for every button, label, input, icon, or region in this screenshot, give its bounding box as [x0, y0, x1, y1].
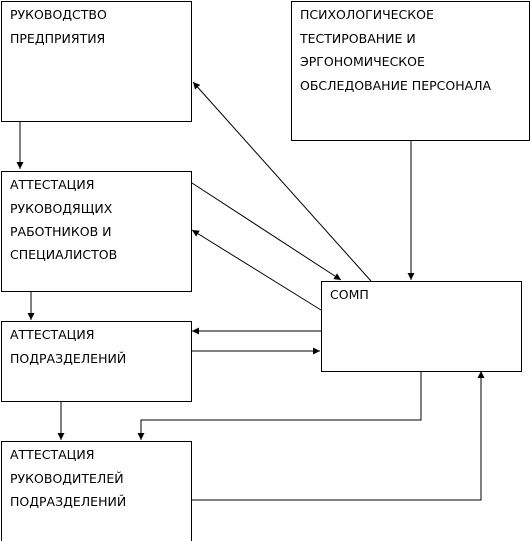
node-attestation-dept-heads: АТТЕСТАЦИЯ РУКОВОДИТЕЛЕЙ ПОДРАЗДЕЛЕНИЙ: [1, 441, 192, 541]
node-label-line: АТТЕСТАЦИЯ: [10, 327, 94, 342]
node-attestation-departments: АТТЕСТАЦИЯ ПОДРАЗДЕЛЕНИЙ: [1, 321, 192, 402]
node-label-line: ОБСЛЕДОВАНИЕ ПЕРСОНАЛА: [300, 78, 492, 93]
edge-somp-to-attestation-dept-heads: [137, 372, 422, 440]
node-box: [1, 441, 192, 541]
edge-somp-to-attestation-managers: [191, 229, 322, 311]
edges: [16, 81, 485, 501]
edge-attestation-dept-heads-to-somp: [192, 371, 485, 501]
node-label-line: СОМП: [330, 287, 369, 302]
node-label-line: СПЕЦИАЛИСТОВ: [10, 247, 117, 262]
node-attestation-managers: АТТЕСТАЦИЯ РУКОВОДЯЩИХ РАБОТНИКОВ И СПЕЦ…: [1, 171, 192, 292]
node-box: [291, 1, 530, 141]
node-box: [1, 1, 192, 122]
node-somp: СОМП: [321, 281, 522, 372]
edge-somp-to-management: [192, 81, 372, 282]
node-label-line: ПСИХОЛОГИЧЕСКОЕ: [300, 7, 434, 22]
node-label-line: РУКОВОДСТВО: [10, 7, 107, 22]
node-label-line: РАБОТНИКОВ И: [10, 224, 112, 239]
node-label-line: РУКОВОДЯЩИХ: [10, 201, 113, 216]
node-label-line: АТТЕСТАЦИЯ: [10, 177, 94, 192]
node-label-line: РУКОВОДИТЕЛЕЙ: [10, 471, 124, 486]
node-box: [321, 281, 522, 372]
node-label-line: ТЕСТИРОВАНИЕ И: [299, 31, 416, 46]
node-psych-testing: ПСИХОЛОГИЧЕСКОЕ ТЕСТИРОВАНИЕ И ЭРГОНОМИЧ…: [291, 1, 530, 141]
edge-attestation-managers-to-somp: [191, 182, 342, 281]
node-box: [1, 171, 192, 292]
node-management: РУКОВОДСТВО ПРЕДПРИЯТИЯ: [1, 1, 192, 122]
node-label-line: АТТЕСТАЦИЯ: [10, 447, 94, 462]
node-label-line: ЭРГОНОМИЧЕСКОЕ: [300, 54, 425, 69]
node-label-line: ПОДРАЗДЕЛЕНИЙ: [10, 351, 126, 366]
node-label-line: ПРЕДПРИЯТИЯ: [10, 31, 105, 46]
node-label-line: ПОДРАЗДЕЛЕНИЙ: [10, 494, 126, 509]
node-box: [1, 321, 192, 402]
